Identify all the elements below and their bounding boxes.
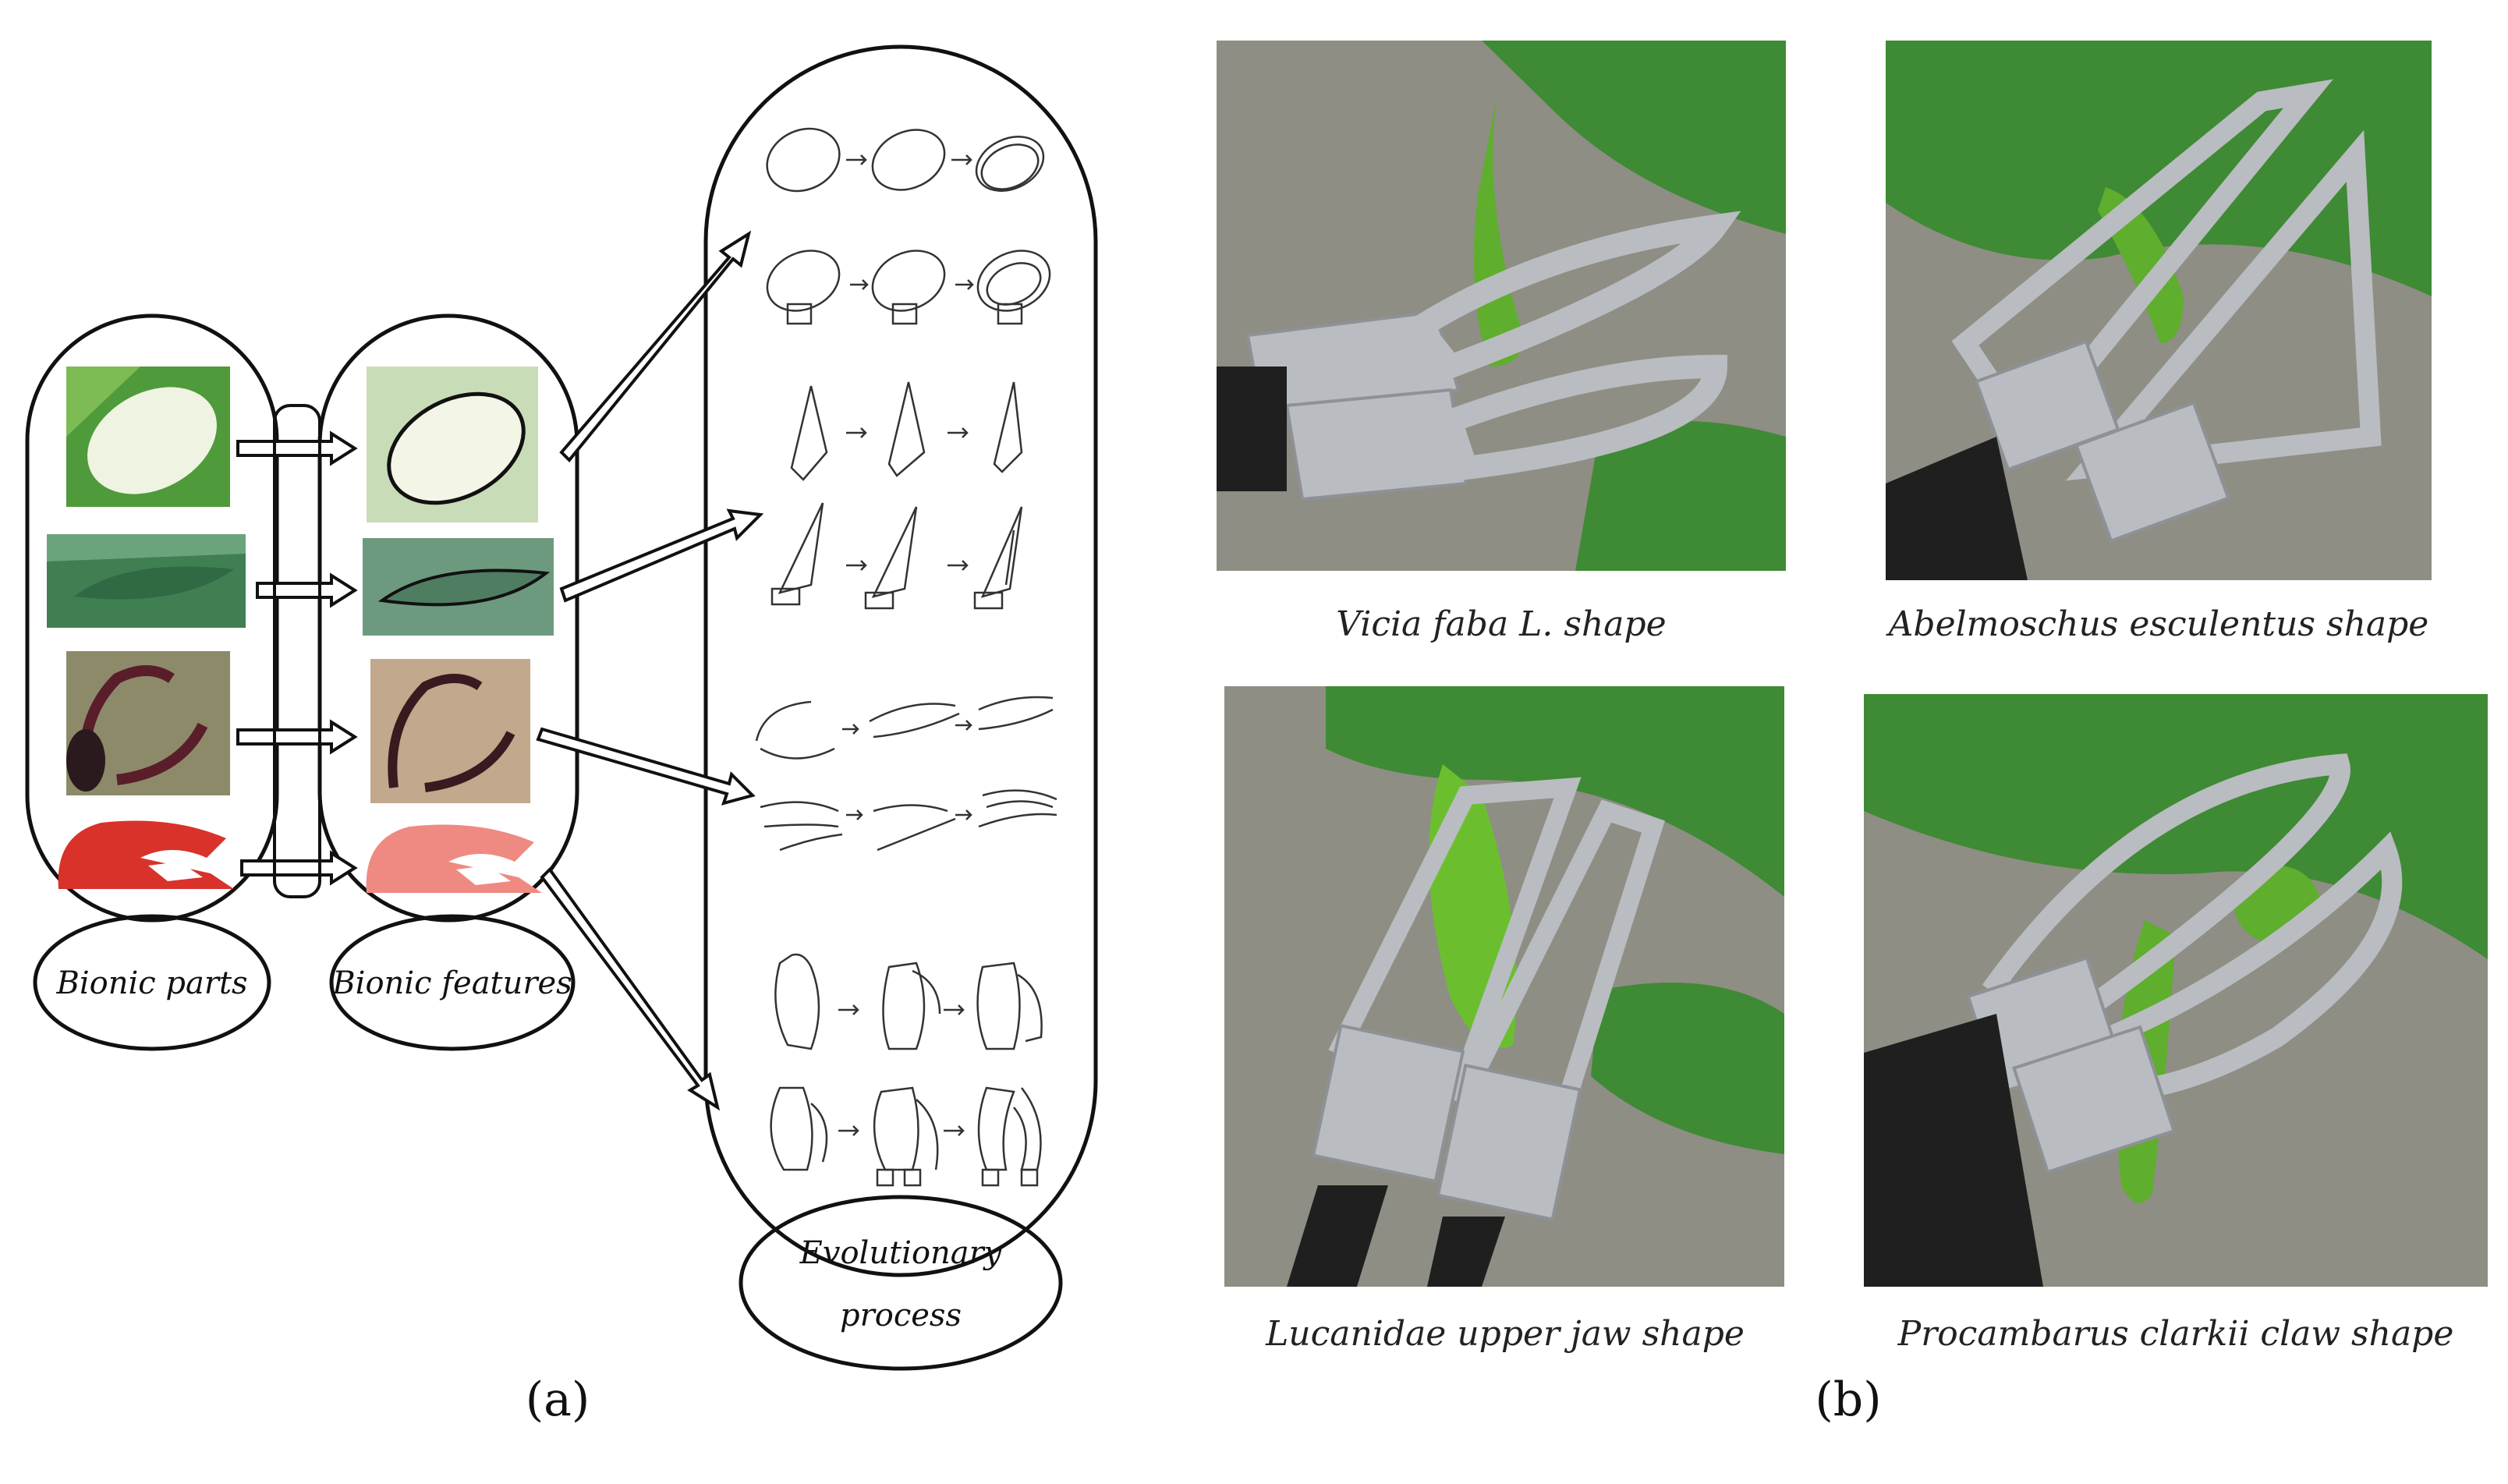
beetle-evolution-row1	[755, 696, 1054, 760]
crab-evolution-row2	[770, 1086, 1042, 1187]
caption-procambarus: Procambarus clarkii claw shape	[1897, 1314, 2454, 1354]
crab-feature-image	[366, 824, 542, 893]
stag-beetle-image	[66, 651, 230, 795]
okra-image	[47, 534, 246, 628]
bean-feature-image	[367, 367, 538, 522]
okra-feature-image	[363, 538, 554, 636]
panel-a-diagram: Bionic parts Bionic features Evolutionar…	[25, 44, 1098, 1427]
okra-evolution-row2	[770, 502, 1023, 610]
bionic-parts-label: Bionic parts	[55, 965, 247, 1001]
bionic-parts-node	[33, 914, 271, 1051]
bean-pod-image	[66, 367, 230, 507]
bean-evolution-row2	[766, 250, 1051, 325]
crab-claw-image	[58, 820, 234, 889]
evolution-sketches	[755, 127, 1057, 1187]
evolutionary-process-label-line2: process	[840, 1298, 962, 1333]
evolutionary-process-label-line1: Evolutionary	[799, 1235, 1003, 1271]
abelmoschus-gripper-photo	[1886, 41, 2432, 580]
caption-vicia-faba: Vicia faba L. shape	[1336, 604, 1666, 644]
lucanidae-gripper-photo	[1224, 686, 1784, 1287]
bionic-features-label: Bionic features	[331, 965, 572, 1001]
panel-b-photos: Vicia faba L. shape Abelmoschus esculent…	[1217, 41, 2488, 1427]
bionic-features-node	[329, 914, 576, 1051]
arrows-parts-to-features	[236, 404, 358, 898]
bionic-parts-capsule	[25, 313, 279, 923]
arrows-features-to-evolution	[536, 230, 764, 1111]
vicia-faba-gripper-photo	[1217, 41, 1786, 571]
beetle-evolution-row2	[760, 789, 1057, 852]
caption-abelmoschus: Abelmoschus esculentus shape	[1886, 604, 2429, 644]
crab-evolution-row1	[774, 953, 1043, 1050]
evolutionary-process-node	[739, 1195, 1063, 1371]
procambarus-gripper-photo	[1864, 694, 2488, 1287]
panel-b-label: (b)	[1815, 1372, 1881, 1427]
evolutionary-capsule	[703, 44, 1098, 1277]
panel-a-label: (a)	[526, 1372, 590, 1427]
caption-lucanidae: Lucanidae upper jaw shape	[1265, 1314, 1745, 1354]
bean-evolution-row1	[766, 127, 1045, 193]
beetle-feature-image	[370, 659, 530, 803]
okra-evolution-row1	[790, 381, 1023, 481]
